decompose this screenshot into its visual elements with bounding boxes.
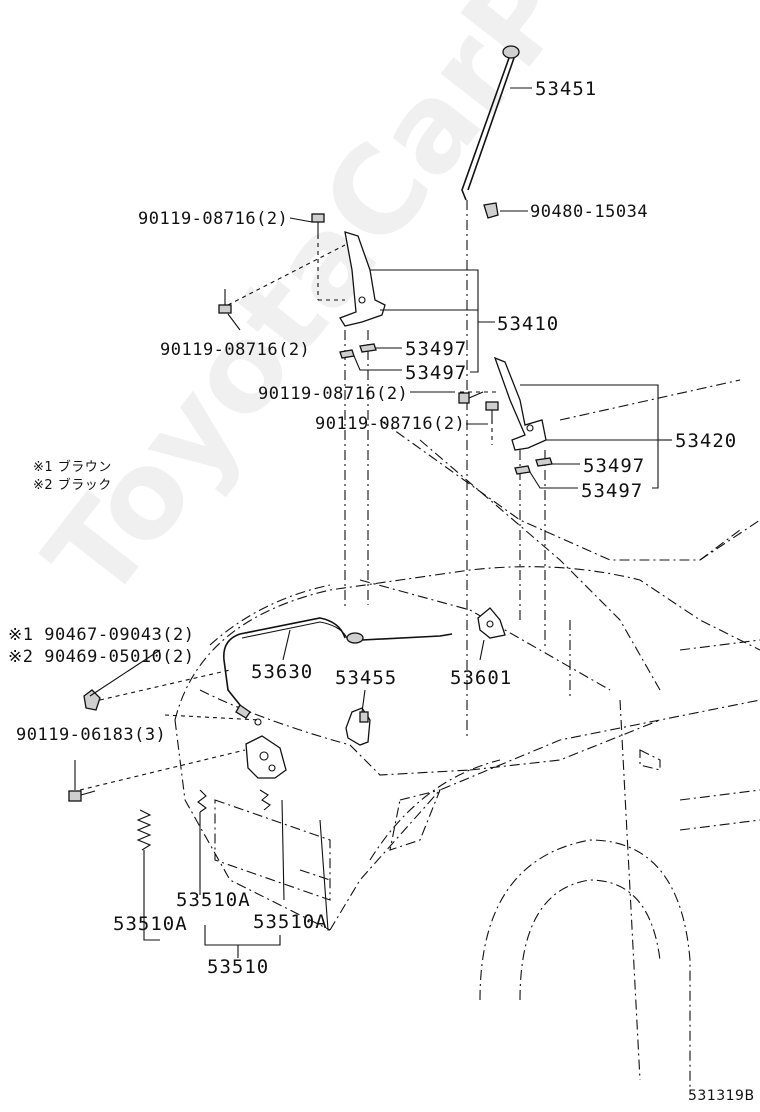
part-53630-cable: [223, 617, 453, 726]
figure-id: 531319B: [688, 1088, 755, 1104]
label-53601: 53601: [450, 667, 513, 689]
label-90119-08716-a: 90119-08716(2): [138, 209, 289, 229]
label-90467-09043: ※1 90467-09043(2): [8, 625, 195, 645]
label-53510A-b: 53510A: [113, 913, 188, 935]
label-90119-08716-b: 90119-08716(2): [160, 340, 311, 360]
label-53497-c: 53497: [583, 455, 646, 477]
label-53510A-c: 53510A: [253, 911, 328, 933]
label-53510: 53510: [207, 956, 270, 978]
part-53601-lever: [477, 607, 506, 639]
vehicle-outline: [174, 379, 760, 1090]
note-2-black: ※2 ブラック: [33, 478, 112, 493]
label-90469-05010: ※2 90469-05010(2): [8, 647, 195, 667]
part-53410-hinge: [339, 231, 386, 359]
label-53497-a: 53497: [405, 338, 468, 360]
label-53497-d: 53497: [581, 480, 644, 502]
part-53510A-springs: [136, 789, 271, 851]
label-53455: 53455: [335, 667, 398, 689]
label-90119-06183: 90119-06183(3): [16, 725, 167, 745]
label-53451: 53451: [535, 78, 598, 100]
label-53410: 53410: [497, 313, 560, 335]
part-90480-clip: [483, 202, 499, 219]
note-1-brown: ※1 ブラウン: [33, 460, 112, 475]
leader-lines: [74, 87, 672, 958]
part-53451-support-rod: [461, 45, 520, 201]
bolt-icons: [68, 213, 499, 802]
label-90119-08716-c: 90119-08716(2): [258, 384, 409, 404]
label-53630: 53630: [251, 661, 314, 683]
locator-lines: [79, 200, 571, 791]
part-53420-hinge: [493, 356, 553, 475]
part-hood-lock: [245, 735, 287, 779]
label-53420: 53420: [675, 430, 738, 452]
label-90119-08716-d: 90119-08716(2): [315, 414, 466, 434]
label-90480-15034: 90480-15034: [530, 202, 649, 222]
part-53455-hook: [345, 707, 371, 746]
part-90467-clip: [83, 689, 101, 711]
label-53497-b: 53497: [405, 362, 468, 384]
label-53510A-a: 53510A: [176, 889, 251, 911]
